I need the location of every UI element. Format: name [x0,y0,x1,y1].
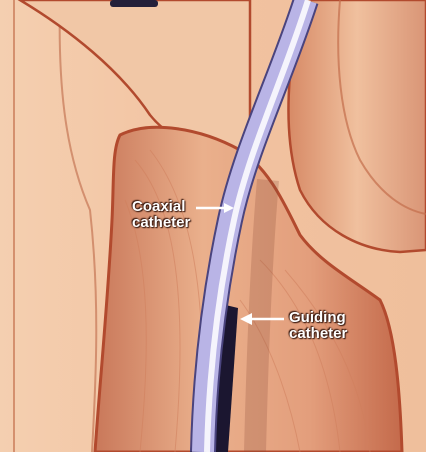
catheter-shadow [255,180,268,452]
guiding-label-line2: catheter [289,326,347,342]
coaxial-label-line1: Coaxial [132,199,190,215]
guiding-label-line1: Guiding [289,310,347,326]
coaxial-label-line2: catheter [132,215,190,231]
guiding-catheter-label: Guiding catheter [289,310,347,342]
coaxial-catheter-label: Coaxial catheter [132,199,190,231]
top-instrument-edge [110,0,158,7]
